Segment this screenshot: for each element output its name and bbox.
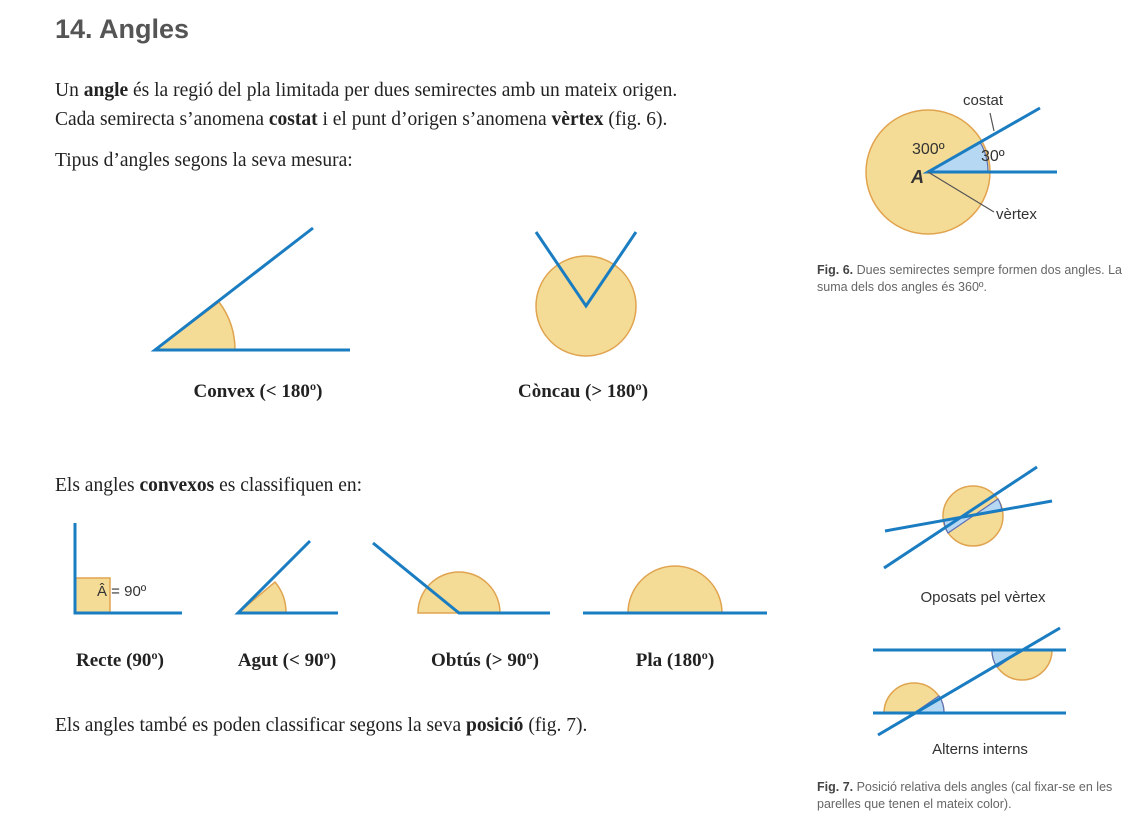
fig-label: Fig. 7.	[817, 780, 854, 794]
convex-arc	[152, 300, 236, 351]
right-angle-mark: Â = 90º	[97, 583, 147, 600]
text: Els angles	[55, 475, 140, 496]
position-line: Els angles també es poden classificar se…	[55, 715, 587, 737]
text: Un	[55, 80, 84, 101]
obtuse-arc	[417, 571, 501, 614]
convex-intro: Els angles convexos es classifiquen en:	[55, 475, 362, 497]
text: (fig. 7).	[523, 715, 588, 736]
label-concave: Còncau (> 180º)	[517, 381, 649, 402]
term-convexos: convexos	[139, 475, 215, 496]
intro-line-1: Un angle és la regió del pla limitada pe…	[55, 80, 677, 102]
label-obtuse: Obtús (> 90º)	[431, 650, 539, 671]
term-posicio: posició	[466, 715, 524, 736]
fig6-30: 30º	[981, 148, 1005, 165]
intro-line-2: Cada semirecta s’anomena costat i el pun…	[55, 109, 667, 131]
fig7-opposite-label: Oposats pel vèrtex	[920, 589, 1046, 606]
fig6-vertex-A: A	[911, 167, 924, 187]
caption-text: Dues semirectes sempre formen dos angles…	[817, 263, 1122, 294]
text: Cada semirecta s’anomena	[55, 109, 269, 130]
fig6-300: 300º	[912, 141, 945, 158]
term-costat: costat	[268, 109, 318, 130]
label-right: Recte (90º)	[75, 650, 165, 671]
text: es classifiquen en:	[214, 475, 363, 496]
caption-text: Posició relativa dels angles (cal fixar-…	[817, 780, 1113, 811]
types-heading: Tipus d’angles segons la seva mesura:	[55, 150, 353, 171]
text: Els angles també es poden classificar se…	[55, 715, 466, 736]
acute-arc	[235, 580, 287, 614]
fig6-costat: costat	[963, 92, 1004, 109]
label-acute: Agut (< 90º)	[237, 650, 337, 671]
text: i el punt d’origen s’anomena	[317, 109, 552, 130]
label-flat: Pla (180º)	[635, 650, 715, 671]
fig7-caption: Fig. 7. Posició relativa dels angles (ca…	[817, 779, 1127, 813]
term-angle: angle	[83, 80, 129, 101]
fig7-alternate-label: Alterns interns	[932, 741, 1028, 758]
text: (fig. 6).	[603, 109, 668, 130]
fig-label: Fig. 6.	[817, 263, 854, 277]
text: és la regió del pla limitada per dues se…	[128, 80, 678, 101]
term-vertex: vèrtex	[551, 109, 604, 130]
label-convex: Convex (< 180º)	[193, 381, 323, 402]
fig6-caption: Fig. 6. Dues semirectes sempre formen do…	[817, 262, 1122, 296]
flat-arc	[627, 565, 723, 614]
page-title: 14. Angles	[55, 14, 190, 44]
fig6-vertex: vèrtex	[996, 206, 1037, 223]
